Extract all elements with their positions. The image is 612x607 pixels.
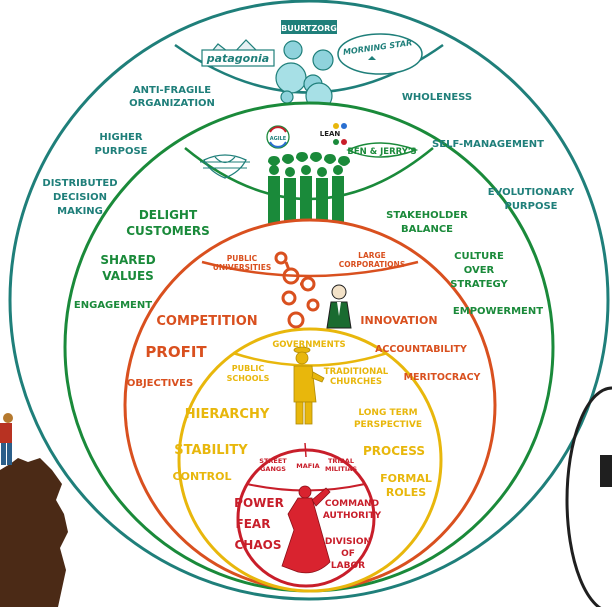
agile-logo: AGILE bbox=[266, 125, 290, 149]
label-empowerment: EMPOWERMENT bbox=[453, 306, 543, 317]
buurtzorg-bubbles-icon bbox=[275, 40, 334, 110]
buurtzorg-logo: BUURTZORG bbox=[281, 20, 337, 34]
label-innovation: INNOVATION bbox=[360, 314, 437, 327]
label-power: POWER bbox=[234, 496, 284, 510]
brown-cliff-figure-icon bbox=[0, 413, 68, 607]
label-chaos: CHAOS bbox=[235, 538, 282, 552]
label-fear: FEAR bbox=[236, 517, 271, 531]
svg-text:BUURTZORG: BUURTZORG bbox=[281, 24, 337, 33]
morning-star-logo: MORNING STAR bbox=[337, 33, 423, 75]
label-hierarchy: HIERARCHY bbox=[185, 407, 270, 422]
label-objectives: OBJECTIVES bbox=[127, 378, 193, 389]
lean-logo: LEAN bbox=[320, 123, 347, 145]
label-profit: PROFIT bbox=[145, 343, 207, 361]
amber-cap-arc bbox=[232, 351, 388, 367]
label-governments: GOVERNMENTS bbox=[272, 340, 345, 350]
svg-text:AGILE: AGILE bbox=[270, 136, 287, 142]
label-meritocracy: MERITOCRACY bbox=[404, 372, 481, 383]
label-mafia: MAFIA bbox=[296, 462, 319, 470]
label-engagement: ENGAGEMENT bbox=[74, 300, 152, 311]
soldier-figure-icon bbox=[293, 346, 325, 425]
label-competition: COMPETITION bbox=[156, 314, 257, 329]
label-wholeness: WHOLENESS bbox=[402, 92, 472, 103]
label-process: PROCESS bbox=[363, 444, 425, 458]
svg-text:patagonia: patagonia bbox=[206, 52, 269, 65]
label-stability: STABILITY bbox=[174, 443, 248, 458]
label-self-management: SELF-MANAGEMENT bbox=[432, 139, 544, 150]
label-control: CONTROL bbox=[173, 470, 232, 483]
businessman-figure-icon bbox=[326, 284, 352, 329]
gears-icon bbox=[274, 251, 320, 329]
orange-cap-arc bbox=[201, 260, 419, 278]
red-warrior-icon bbox=[281, 485, 331, 574]
svg-text:BEN & JERRY'S: BEN & JERRY'S bbox=[347, 147, 416, 157]
heart-wings-icon bbox=[200, 154, 250, 179]
next-stage-circle-edge bbox=[565, 386, 612, 607]
green-team-figures-icon bbox=[268, 152, 350, 230]
patagonia-logo: patagonia bbox=[201, 39, 275, 67]
svg-text:LEAN: LEAN bbox=[320, 130, 341, 138]
label-accountability: ACCOUNTABILITY bbox=[375, 344, 467, 355]
ben-and-jerrys-logo: BEN & JERRY'S bbox=[346, 142, 419, 158]
